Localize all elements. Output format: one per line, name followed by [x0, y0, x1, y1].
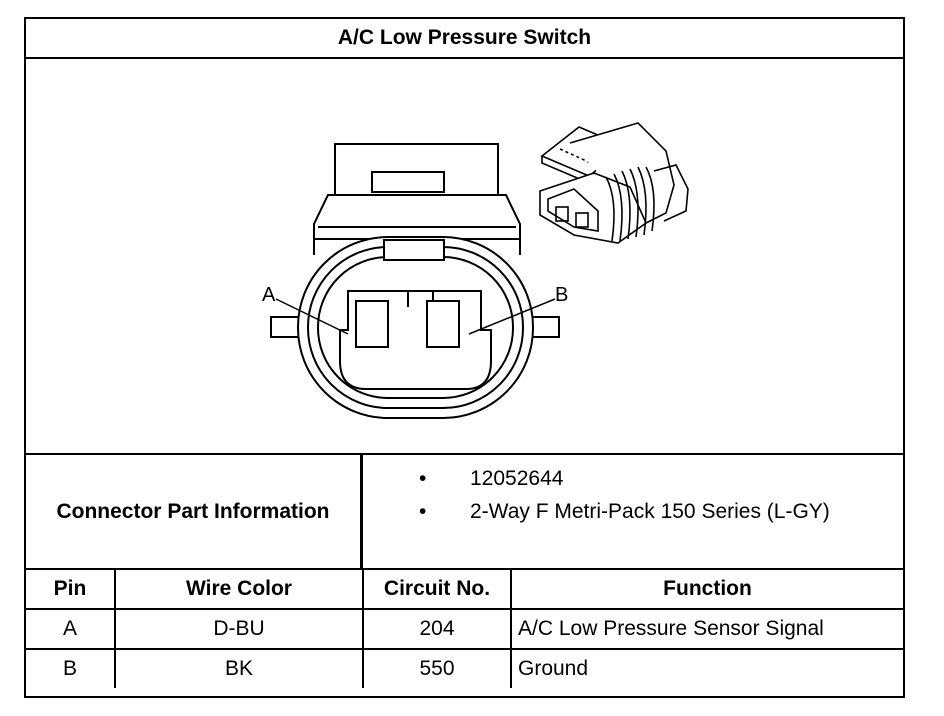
- terminal-a: [355, 300, 389, 348]
- pin-cell: A: [26, 608, 116, 650]
- connector-diagram: A B: [26, 59, 903, 453]
- wire-color-cell: D-BU: [114, 608, 364, 650]
- header-wire-color: Wire Color: [114, 570, 364, 610]
- circuit-no-cell: 204: [362, 608, 512, 650]
- connector-face-drawing: A B: [262, 122, 689, 419]
- connector-sheet: A/C Low Pressure Switch: [24, 17, 905, 698]
- leader-line-a: [275, 298, 349, 335]
- connector-part-info-list: • 12052644 • 2-Way F Metri-Pack 150 Seri…: [363, 455, 903, 568]
- terminal-b: [426, 300, 460, 348]
- part-number: 12052644: [470, 467, 564, 490]
- circuit-no-cell: 550: [362, 648, 512, 688]
- header-pin: Pin: [26, 570, 116, 610]
- latch-window: [371, 171, 445, 193]
- keyway-tab: [383, 239, 445, 261]
- pin-label-a: A: [262, 284, 276, 306]
- bullet-icon: •: [419, 500, 427, 523]
- connector-type-item: • 2-Way F Metri-Pack 150 Series (L-GY): [363, 500, 903, 532]
- header-circuit-no: Circuit No.: [362, 570, 512, 610]
- function-cell: A/C Low Pressure Sensor Signal: [510, 608, 903, 650]
- part-number-item: • 12052644: [363, 467, 903, 499]
- bullet-icon: •: [419, 467, 427, 490]
- connector-type: 2-Way F Metri-Pack 150 Series (L-GY): [470, 500, 830, 523]
- connector-isometric-illustration: [539, 122, 689, 244]
- pin-table-header-row: Pin Wire Color Circuit No. Function: [26, 570, 903, 610]
- page-title: A/C Low Pressure Switch: [26, 19, 903, 59]
- pin-table: Pin Wire Color Circuit No. Function A D-…: [26, 570, 903, 688]
- pin-cell: B: [26, 648, 116, 688]
- connector-ear-left: [270, 316, 300, 338]
- header-function: Function: [510, 570, 903, 610]
- wire-color-cell: BK: [114, 648, 364, 688]
- function-cell: Ground: [510, 648, 903, 688]
- leader-line-b: [468, 298, 556, 335]
- pin-label-b: B: [555, 284, 568, 306]
- table-row: A D-BU 204 A/C Low Pressure Sensor Signa…: [26, 608, 903, 650]
- connector-part-info: Connector Part Information • 12052644 • …: [26, 453, 903, 570]
- table-row: B BK 550 Ground: [26, 648, 903, 688]
- connector-part-info-label: Connector Part Information: [26, 455, 363, 568]
- connector-ear-right: [530, 316, 560, 338]
